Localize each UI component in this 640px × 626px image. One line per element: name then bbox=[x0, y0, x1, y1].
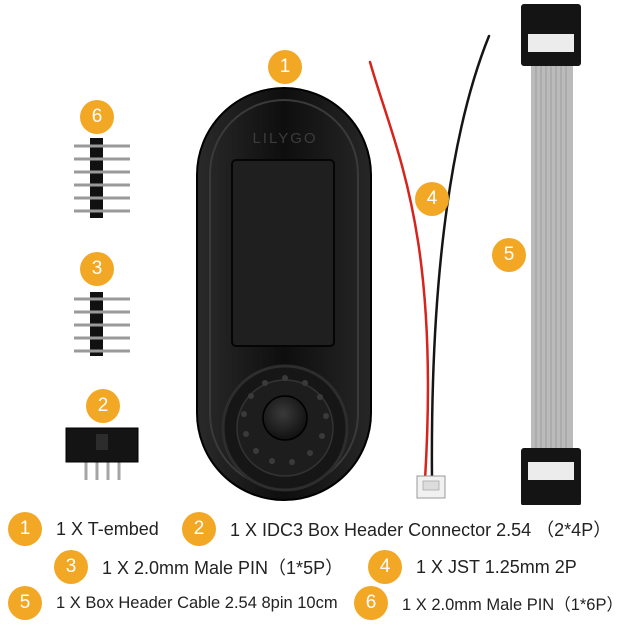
device-brand-text: LILYGO bbox=[252, 130, 317, 147]
legend-text: 1 X JST 1.25mm 2P bbox=[416, 556, 577, 577]
contents-legend: 1 1 X T-embed 2 1 X IDC3 Box Header Conn… bbox=[0, 505, 640, 626]
callout-1-badge: 1 bbox=[268, 50, 302, 84]
legend-badge: 1 bbox=[8, 512, 42, 546]
legend-badge: 6 bbox=[354, 586, 388, 620]
callout-4-badge: 4 bbox=[415, 182, 449, 216]
legend-item-1: 1 1 X T-embed bbox=[8, 512, 159, 546]
callout-3-badge: 3 bbox=[80, 252, 114, 286]
rotary-knob bbox=[262, 395, 308, 441]
legend-item-3: 3 1 X 2.0mm Male PIN（1*5P） bbox=[54, 550, 343, 584]
device-screen bbox=[231, 159, 335, 347]
product-photo: LILYGO bbox=[65, 4, 581, 506]
legend-item-2: 2 1 X IDC3 Box Header Connector 2.54 （2*… bbox=[182, 512, 611, 546]
legend-text: 1 X 2.0mm Male PIN（1*5P） bbox=[102, 558, 344, 578]
legend-text: 1 X T-embed bbox=[56, 518, 159, 539]
product-illustration: LILYGO bbox=[65, 4, 581, 506]
led-ring bbox=[241, 375, 329, 465]
legend-badge: 2 bbox=[182, 512, 216, 546]
jst-wire bbox=[368, 34, 491, 499]
legend-item-5: 5 1 X Box Header Cable 2.54 8pin 10cm bbox=[8, 586, 338, 620]
t-embed-device: LILYGO bbox=[196, 87, 372, 501]
male-pin-header-5p bbox=[74, 292, 130, 356]
legend-text: 1 X 2.0mm Male PIN（1*6P） bbox=[402, 596, 623, 614]
ribbon-cable bbox=[521, 4, 581, 506]
legend-badge: 4 bbox=[368, 550, 402, 584]
callout-5-badge: 5 bbox=[492, 238, 526, 272]
legend-item-4: 4 1 X JST 1.25mm 2P bbox=[368, 550, 577, 584]
legend-text: 1 X IDC3 Box Header Connector 2.54 （2*4P… bbox=[230, 520, 612, 540]
idc-box-header bbox=[65, 427, 139, 480]
legend-item-6: 6 1 X 2.0mm Male PIN（1*6P） bbox=[354, 586, 623, 620]
male-pin-header-6p bbox=[74, 138, 130, 218]
callout-6-badge: 6 bbox=[80, 100, 114, 134]
legend-badge: 5 bbox=[8, 586, 42, 620]
callout-2-badge: 2 bbox=[86, 389, 120, 423]
legend-badge: 3 bbox=[54, 550, 88, 584]
legend-text: 1 X Box Header Cable 2.54 8pin 10cm bbox=[56, 593, 338, 612]
